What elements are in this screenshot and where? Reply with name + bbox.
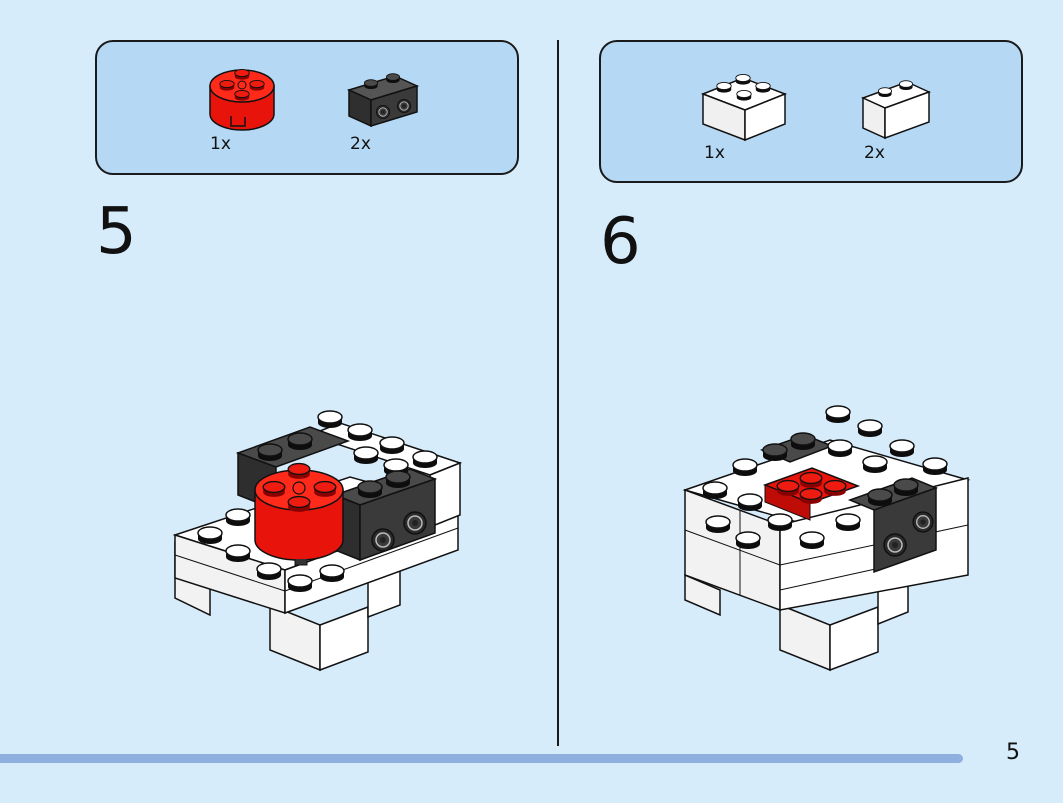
step-number: 6 bbox=[600, 205, 641, 279]
parts-callout-step-5: 1x 2x bbox=[95, 40, 519, 175]
black-brick-1x2-studs-on-side-icon bbox=[346, 73, 420, 128]
progress-bar bbox=[0, 754, 963, 763]
step-divider bbox=[557, 40, 559, 746]
part-quantity: 2x bbox=[350, 134, 371, 154]
white-brick-1x2-icon bbox=[861, 80, 931, 140]
part-quantity: 1x bbox=[704, 143, 725, 163]
parts-callout-step-6: 1x 2x bbox=[599, 40, 1023, 183]
part-quantity: 1x bbox=[210, 134, 231, 154]
white-brick-2x2-icon bbox=[700, 73, 788, 142]
page-number: 5 bbox=[1006, 740, 1020, 765]
red-round-brick-2x2-icon bbox=[209, 68, 275, 131]
step-number: 5 bbox=[96, 195, 137, 269]
step-6-model-illustration bbox=[682, 405, 971, 672]
step-5-model-illustration bbox=[172, 410, 463, 672]
part-quantity: 2x bbox=[864, 143, 885, 163]
